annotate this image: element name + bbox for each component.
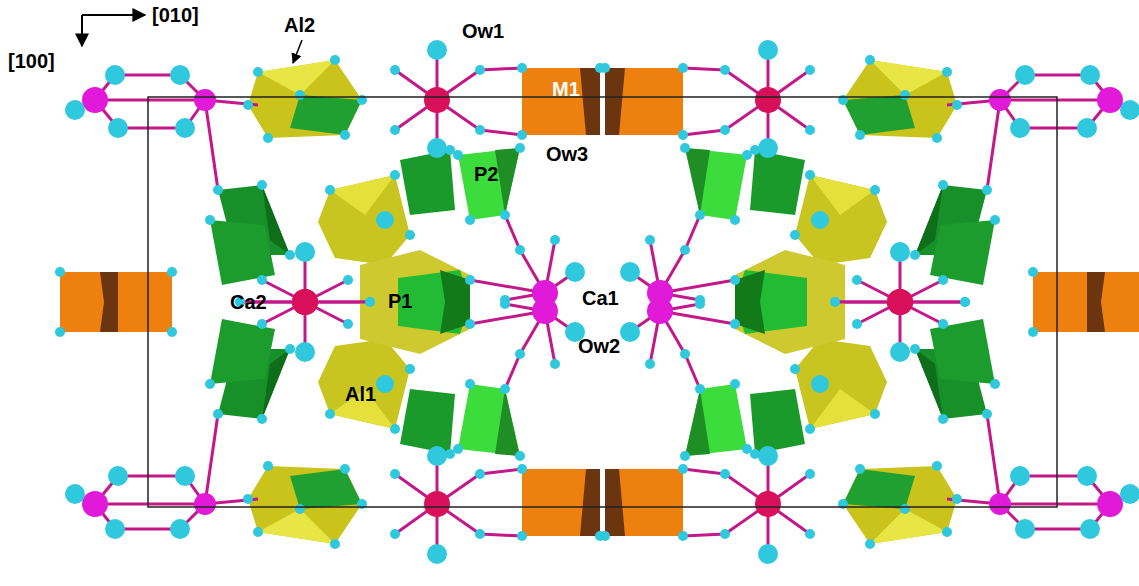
axis-label: [010]: [152, 4, 199, 26]
unit-cell: [148, 97, 1057, 507]
structure-quadrant: [55, 289, 605, 564]
atom-label: Ow3: [546, 143, 588, 165]
axis-label: [100]: [8, 50, 55, 72]
atom-label: Ca1: [582, 287, 619, 309]
axis-arrow: [81, 15, 83, 46]
structure-quadrant: [600, 40, 1139, 315]
atom-label: Ca2: [230, 291, 267, 313]
atom-label: P2: [474, 163, 498, 185]
atom-label: Ow1: [462, 20, 504, 42]
atom-label: Al1: [345, 383, 376, 405]
structure-quadrant: [55, 40, 605, 315]
structure-quadrant: [600, 289, 1139, 564]
atom-label: P1: [388, 290, 412, 312]
leader-arrow: [293, 40, 302, 63]
atom-label: Ow2: [578, 335, 620, 357]
atom-label: M1: [552, 78, 580, 100]
axis-arrow: [82, 14, 145, 16]
atom-label: Al2: [284, 14, 315, 36]
